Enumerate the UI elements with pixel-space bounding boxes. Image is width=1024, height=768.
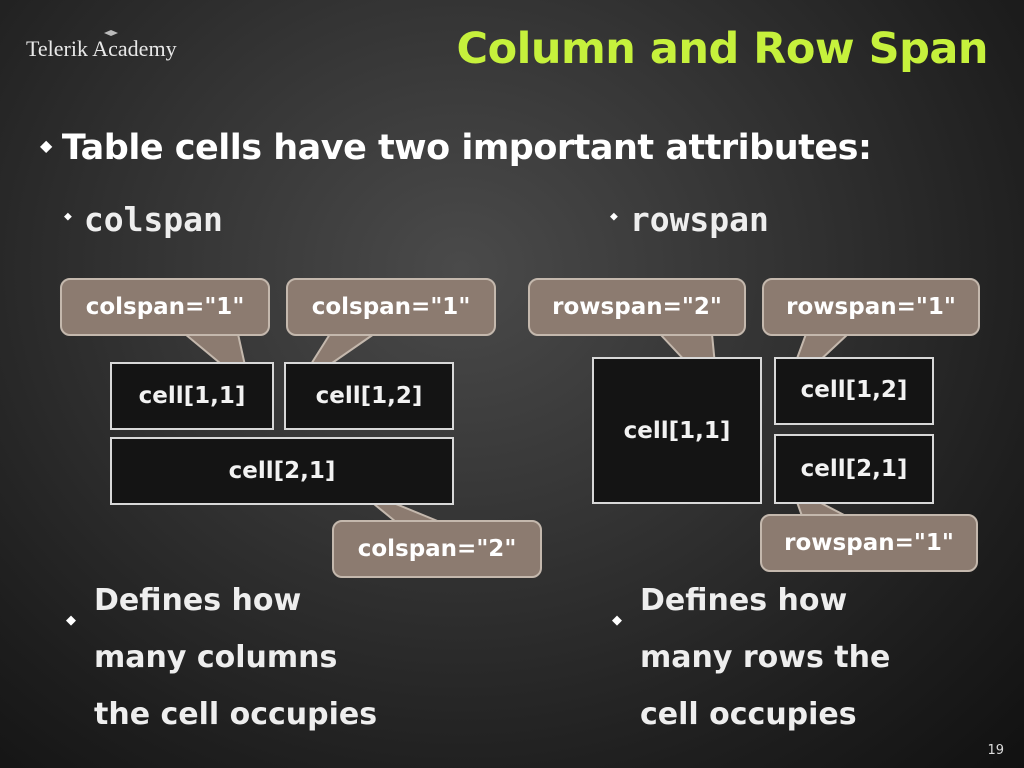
rowspan-cell-1-2: cell[1,2] — [774, 357, 934, 425]
telerik-academy-logo: Telerik Academy — [26, 30, 177, 62]
colspan-description-line-2: many columns — [94, 640, 338, 675]
bullet-diamond-icon: ◆ — [66, 613, 76, 628]
bullet-diamond-icon: ◆ — [40, 135, 52, 155]
rowspan-cell-2-1: cell[2,1] — [774, 434, 934, 504]
bullet-diamond-icon: ◆ — [64, 209, 72, 224]
colspan-heading-text: colspan — [83, 200, 223, 239]
colspan-callout-1: colspan="1" — [60, 278, 270, 336]
main-bullet: ◆ Table cells have two important attribut… — [40, 128, 872, 168]
logo-text: Telerik Academy — [26, 36, 177, 61]
rowspan-description-line-2: many rows the — [640, 640, 891, 675]
colspan-description-line-1: Defines how — [94, 583, 302, 618]
bullet-diamond-icon: ◆ — [612, 613, 622, 628]
bullet-diamond-icon: ◆ — [610, 209, 618, 224]
rowspan-description: ◆ Defines how many rows the cell occupie… — [612, 572, 952, 743]
rowspan-description-line-1: Defines how — [640, 583, 848, 618]
rowspan-description-line-3: cell occupies — [640, 697, 857, 732]
colspan-description: ◆ Defines how many columns the cell occu… — [66, 572, 406, 743]
page-number: 19 — [987, 743, 1004, 758]
rowspan-callout-2: rowspan="1" — [762, 278, 980, 336]
colspan-cell-1-2: cell[1,2] — [284, 362, 454, 430]
colspan-cell-2-1: cell[2,1] — [110, 437, 454, 505]
rowspan-cell-1-1: cell[1,1] — [592, 357, 762, 504]
colspan-callout-3: colspan="2" — [332, 520, 542, 578]
colspan-callout-2: colspan="1" — [286, 278, 496, 336]
graduation-cap-icon — [104, 30, 118, 36]
rowspan-callout-3: rowspan="1" — [760, 514, 978, 572]
colspan-cell-1-1: cell[1,1] — [110, 362, 274, 430]
rowspan-callout-1: rowspan="2" — [528, 278, 746, 336]
colspan-heading: ◆ colspan — [64, 200, 223, 239]
colspan-description-line-3: the cell occupies — [94, 697, 378, 732]
main-bullet-text: Table cells have two important attribute… — [61, 128, 872, 168]
slide-title: Column and Row Span — [456, 24, 989, 74]
rowspan-heading-text: rowspan — [629, 200, 769, 239]
rowspan-heading: ◆ rowspan — [610, 200, 769, 239]
